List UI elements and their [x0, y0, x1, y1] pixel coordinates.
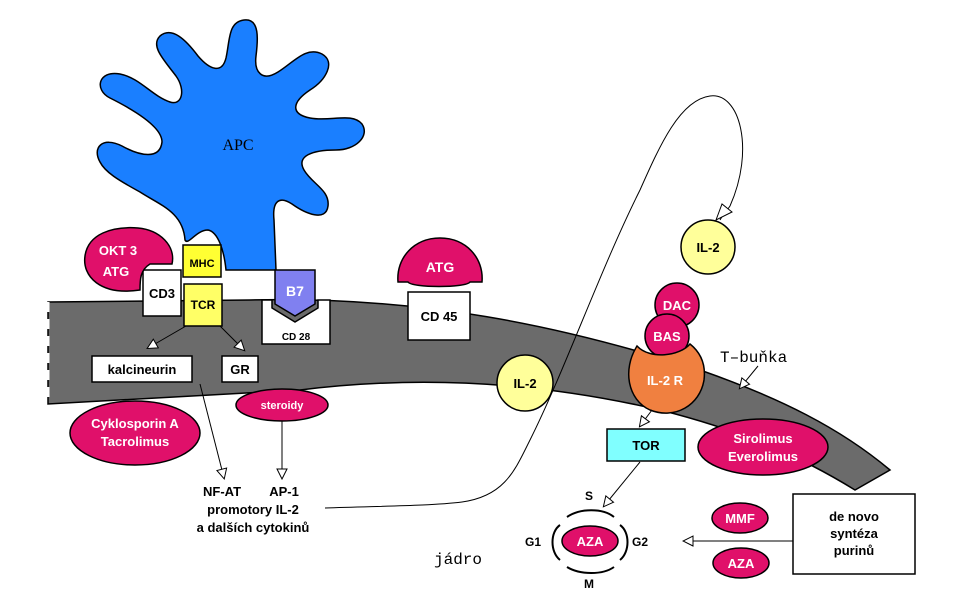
promotory-label: promotory IL-2 — [207, 502, 299, 517]
sirolimus-label: Sirolimus — [733, 431, 792, 446]
tcr-to-gr-arrow — [219, 325, 244, 350]
apc-label: APC — [222, 137, 253, 154]
sirolimus-everolimus-blob — [697, 418, 829, 476]
gr-box — [221, 355, 259, 383]
b7-shape — [274, 269, 316, 317]
mhc-box — [182, 244, 222, 278]
steroidy-label: steroidy — [261, 400, 305, 412]
jadro-label: jádro — [434, 551, 482, 569]
cycle-arc-left — [551, 524, 561, 561]
cd45-box — [407, 291, 471, 341]
mmf-label: MMF — [725, 511, 755, 526]
tcr-box — [183, 283, 223, 327]
dac-label: DAC — [663, 298, 692, 313]
cd28-label: CD 28 — [282, 332, 311, 343]
il2r-label: IL-2 R — [647, 373, 684, 388]
phase-g2-label: G2 — [632, 535, 648, 549]
nfat-label: NF-AT — [203, 484, 241, 499]
apc-cell — [96, 19, 365, 271]
phase-m-label: M — [584, 577, 594, 591]
aza-cycle-blob — [561, 525, 619, 557]
cd45-label: CD 45 — [421, 309, 458, 324]
tcr-label: TCR — [191, 298, 216, 312]
bas-label: BAS — [653, 329, 681, 344]
okt3-label: OKT 3 — [99, 243, 137, 258]
aza-bottom-label: AZA — [728, 556, 755, 571]
tcr-to-kalcineurin-arrow — [148, 325, 187, 348]
denovo-box — [792, 493, 916, 575]
phase-g1-label: G1 — [525, 535, 541, 549]
phase-s-label: S — [585, 489, 593, 503]
cyklosporin-label: Cyklosporin A — [91, 416, 179, 431]
cycle-arc-top — [566, 509, 615, 518]
kalcineurin-label: kalcineurin — [108, 362, 177, 377]
il2-free-label: IL-2 — [696, 240, 719, 255]
il2r-shape — [628, 342, 706, 414]
denovo-line1: de novo — [829, 509, 879, 524]
cd3-box — [142, 269, 182, 317]
everolimus-label: Everolimus — [728, 449, 798, 464]
il2-membrane-circle — [496, 354, 554, 412]
tor-box — [606, 428, 686, 462]
tacrolimus-label: Tacrolimus — [101, 434, 169, 449]
tor-label: TOR — [632, 438, 660, 453]
atg-left-label: ATG — [103, 264, 129, 279]
cd28-shape — [261, 299, 331, 345]
okt3-atg-blob — [83, 226, 174, 292]
cyklosporin-tacrolimus-blob — [69, 400, 201, 466]
il2-free-circle — [680, 219, 736, 275]
denovo-line3: purinů — [834, 543, 874, 558]
aza-bottom-blob — [712, 547, 770, 579]
cycle-arc-bottom — [566, 566, 615, 574]
gr-label: GR — [230, 362, 250, 377]
il2r-to-tor-arrow — [640, 409, 653, 426]
cd3-label: CD3 — [149, 286, 175, 301]
mmf-blob — [711, 502, 769, 534]
il2-membrane-label: IL-2 — [513, 376, 536, 391]
il2-secretion-path — [324, 95, 744, 509]
atg-top-blob — [397, 237, 483, 288]
kalcineurin-box — [91, 355, 193, 383]
tbunka-arrow — [740, 365, 759, 388]
b7-label: B7 — [286, 283, 304, 299]
cycle-arc-right — [619, 524, 629, 561]
dalsich-label: a dalších cytokinů — [197, 520, 310, 535]
atg-top-label: ATG — [426, 259, 455, 275]
mhc-label: MHC — [189, 258, 214, 270]
aza-cycle-label: AZA — [577, 534, 604, 549]
denovo-line2: syntéza — [830, 526, 878, 541]
il2-arrowhead — [715, 203, 733, 222]
ap1-label: AP-1 — [269, 484, 299, 499]
tor-to-cycle-arrow — [604, 461, 641, 506]
kalcineurin-to-nfat-arrow — [199, 383, 224, 478]
tbunka-label: T–buňka — [720, 349, 788, 367]
